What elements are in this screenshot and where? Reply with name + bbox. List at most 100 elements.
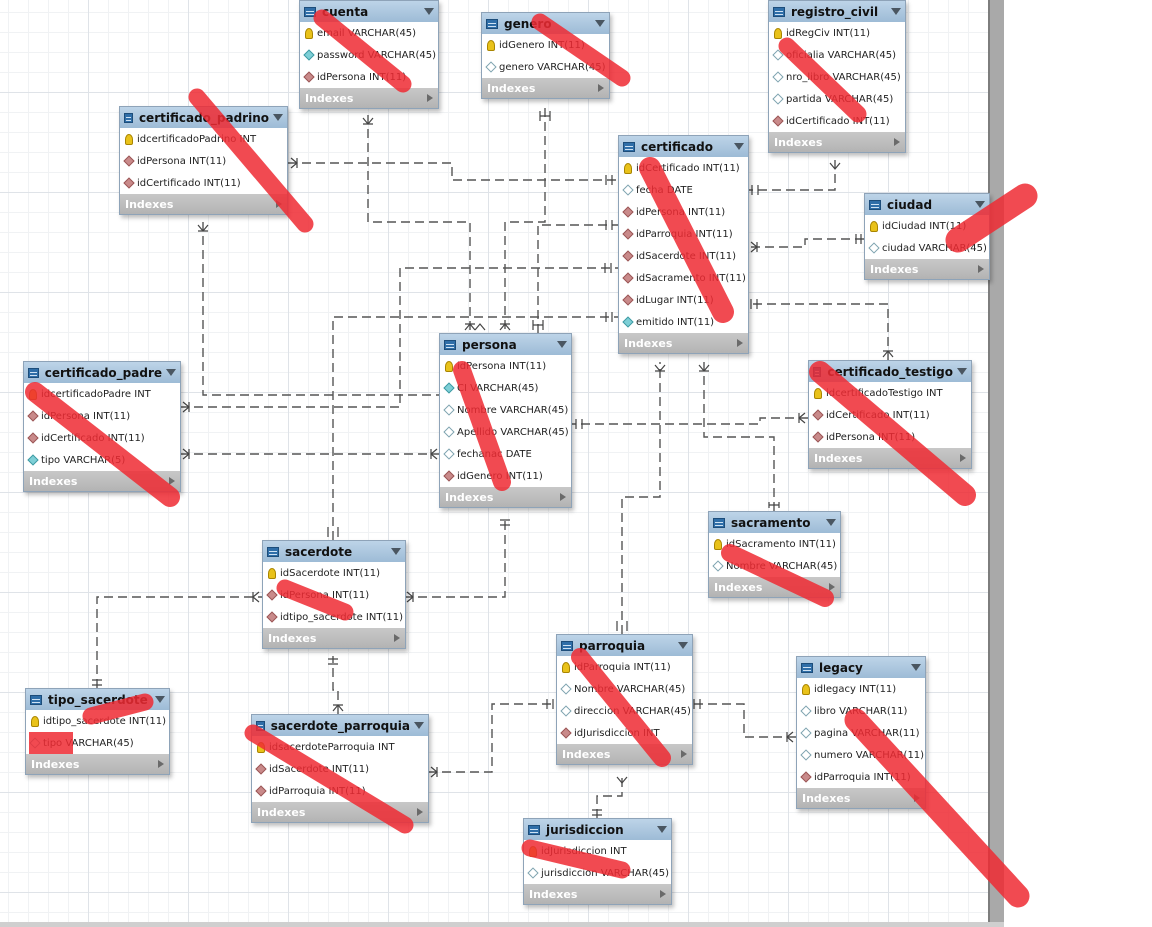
column-row[interactable]: idlegacy INT(11) (797, 678, 925, 700)
column-row[interactable]: Nombre VARCHAR(45) (709, 555, 840, 577)
column-row[interactable]: idsacerdoteParroquia INT (252, 736, 428, 758)
column-row[interactable]: pagina VARCHAR(11) (797, 722, 925, 744)
column-row[interactable]: CI VARCHAR(45) (440, 377, 571, 399)
chevron-down-icon[interactable] (595, 20, 605, 27)
triangle-right-icon[interactable] (978, 265, 984, 273)
table-header[interactable]: cuenta (300, 1, 438, 22)
column-row[interactable]: idPersona INT(11) (300, 66, 438, 88)
column-row[interactable]: emitido INT(11) (619, 311, 748, 333)
chevron-down-icon[interactable] (975, 201, 985, 208)
column-row[interactable]: idPersona INT(11) (120, 150, 287, 172)
column-row[interactable]: idSacerdote INT(11) (263, 562, 405, 584)
chevron-down-icon[interactable] (678, 642, 688, 649)
indexes-footer[interactable]: Indexes (809, 448, 971, 468)
column-row[interactable]: genero VARCHAR(45) (482, 56, 609, 78)
column-row[interactable]: numero VARCHAR(11) (797, 744, 925, 766)
table-header[interactable]: jurisdiccion (524, 819, 671, 840)
column-row[interactable]: tipo VARCHAR(5) (24, 449, 180, 471)
column-row[interactable]: idSacramento INT(11) (619, 267, 748, 289)
indexes-footer[interactable]: Indexes (769, 132, 905, 152)
table-header[interactable]: registro_civil (769, 1, 905, 22)
column-row[interactable]: idSacerdote INT(11) (619, 245, 748, 267)
indexes-footer[interactable]: Indexes (865, 259, 989, 279)
column-row[interactable]: idSacramento INT(11) (709, 533, 840, 555)
table-header[interactable]: certificado_testigo (809, 361, 971, 382)
column-row[interactable]: idParroquia INT(11) (557, 656, 692, 678)
column-row[interactable]: idCertificado INT(11) (24, 427, 180, 449)
indexes-footer[interactable]: Indexes (557, 744, 692, 764)
vertical-scrollbar[interactable] (988, 0, 1004, 922)
triangle-right-icon[interactable] (169, 477, 175, 485)
chevron-down-icon[interactable] (166, 369, 176, 376)
column-row[interactable]: direccion VARCHAR(45) (557, 700, 692, 722)
indexes-footer[interactable]: Indexes (797, 788, 925, 808)
column-row[interactable]: idLugar INT(11) (619, 289, 748, 311)
column-row[interactable]: idCertificado INT(11) (809, 404, 971, 426)
column-row[interactable]: tipo VARCHAR(45) (26, 732, 169, 754)
column-row[interactable]: ciudad VARCHAR(45) (865, 237, 989, 259)
chevron-down-icon[interactable] (414, 722, 424, 729)
indexes-footer[interactable]: Indexes (619, 333, 748, 353)
chevron-down-icon[interactable] (826, 519, 836, 526)
triangle-right-icon[interactable] (737, 339, 743, 347)
column-row[interactable]: idSacerdote INT(11) (252, 758, 428, 780)
indexes-footer[interactable]: Indexes (482, 78, 609, 98)
column-row[interactable]: idPersona INT(11) (24, 405, 180, 427)
column-row[interactable]: idcertificadoPadre INT (24, 383, 180, 405)
column-row[interactable]: email VARCHAR(45) (300, 22, 438, 44)
column-row[interactable]: jurisdiccion VARCHAR(45) (524, 862, 671, 884)
table-header[interactable]: genero (482, 13, 609, 34)
chevron-down-icon[interactable] (391, 548, 401, 555)
chevron-down-icon[interactable] (891, 8, 901, 15)
table-header[interactable]: sacerdote_parroquia (252, 715, 428, 736)
column-row[interactable]: idPersona INT(11) (809, 426, 971, 448)
column-row[interactable]: idPersona INT(11) (263, 584, 405, 606)
table-header[interactable]: legacy (797, 657, 925, 678)
column-row[interactable]: fecha DATE (619, 179, 748, 201)
indexes-footer[interactable]: Indexes (524, 884, 671, 904)
chevron-down-icon[interactable] (657, 826, 667, 833)
triangle-right-icon[interactable] (960, 454, 966, 462)
indexes-footer[interactable]: Indexes (26, 754, 169, 774)
column-row[interactable]: idRegCiv INT(11) (769, 22, 905, 44)
column-row[interactable]: idJurisdiccion INT (524, 840, 671, 862)
column-row[interactable]: idJurisdiccion INT (557, 722, 692, 744)
column-row[interactable]: idPersona INT(11) (619, 201, 748, 223)
column-row[interactable]: idtipo_sacerdote INT(11) (26, 710, 169, 732)
triangle-right-icon[interactable] (427, 94, 433, 102)
triangle-right-icon[interactable] (829, 583, 835, 591)
indexes-footer[interactable]: Indexes (24, 471, 180, 491)
column-row[interactable]: Apellido VARCHAR(45) (440, 421, 571, 443)
indexes-footer[interactable]: Indexes (252, 802, 428, 822)
chevron-down-icon[interactable] (911, 664, 921, 671)
indexes-footer[interactable]: Indexes (300, 88, 438, 108)
triangle-right-icon[interactable] (158, 760, 164, 768)
column-row[interactable]: libro VARCHAR(11) (797, 700, 925, 722)
column-row[interactable]: Nombre VARCHAR(45) (440, 399, 571, 421)
column-row[interactable]: idCertificado INT(11) (769, 110, 905, 132)
column-row[interactable]: idGenero INT(11) (482, 34, 609, 56)
chevron-down-icon[interactable] (957, 368, 967, 375)
table-header[interactable]: tipo_sacerdote (26, 689, 169, 710)
horizontal-scrollbar[interactable] (0, 922, 1004, 927)
triangle-right-icon[interactable] (894, 138, 900, 146)
table-header[interactable]: certificado (619, 136, 748, 157)
triangle-right-icon[interactable] (394, 634, 400, 642)
column-row[interactable]: idCiudad INT(11) (865, 215, 989, 237)
indexes-footer[interactable]: Indexes (120, 194, 287, 214)
indexes-footer[interactable]: Indexes (440, 487, 571, 507)
column-row[interactable]: nro_libro VARCHAR(45) (769, 66, 905, 88)
